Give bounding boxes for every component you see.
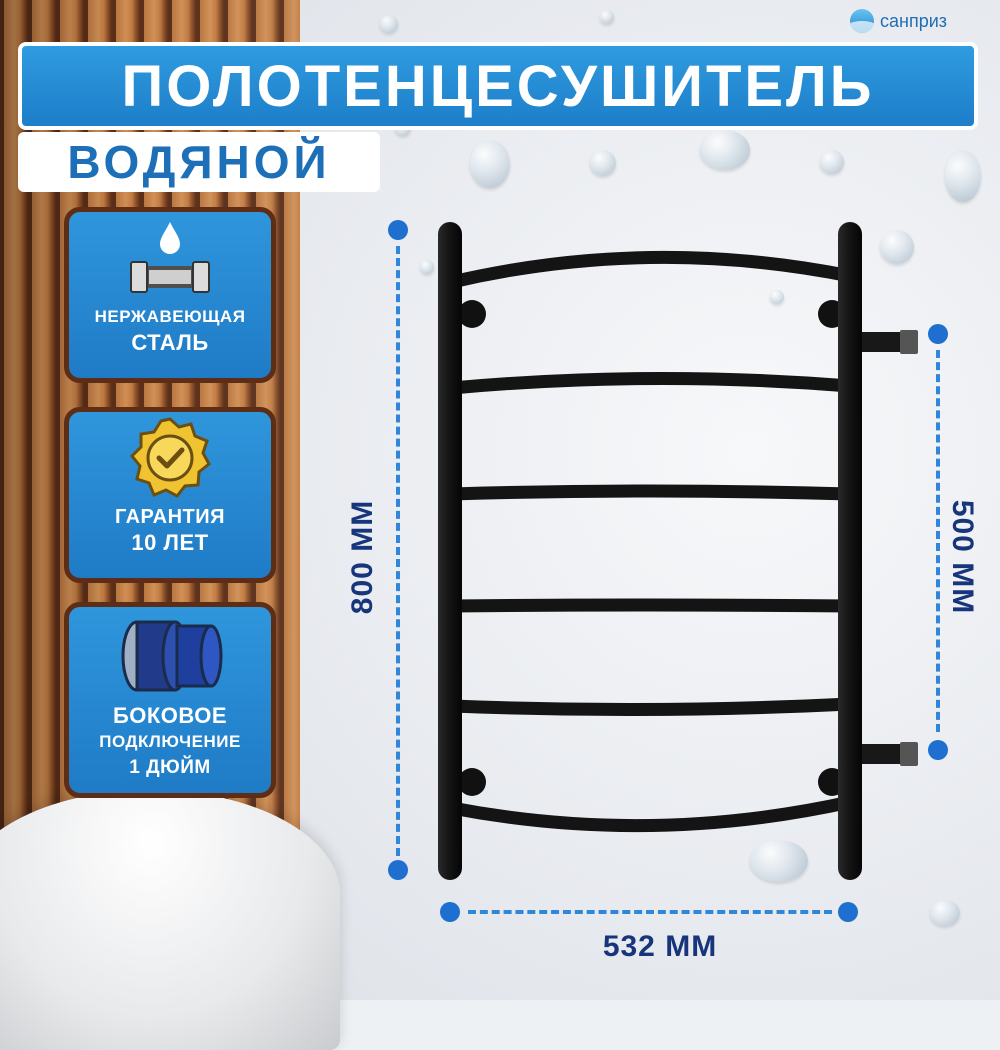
feature-label-line2: ПОДКЛЮЧЕНИЕ	[99, 732, 241, 751]
quality-badge-check-icon	[69, 412, 271, 504]
rail-post-left	[438, 222, 462, 880]
water-drop	[420, 260, 434, 274]
feature-label-line3: 1 ДЮЙМ	[129, 757, 211, 778]
dimension-dot	[388, 220, 408, 240]
water-drop	[700, 130, 750, 170]
width-dimension-line	[468, 910, 832, 914]
connection-pipe-top	[852, 332, 914, 352]
center-distance-dimension-label: 500 ММ	[946, 499, 979, 615]
page-subtitle: ВОДЯНОЙ	[67, 136, 331, 188]
connection-thread-top	[900, 330, 918, 354]
rail-post-right	[838, 222, 862, 880]
water-drop	[820, 150, 844, 174]
water-drop	[750, 840, 808, 882]
feature-label-line1: НЕРЖАВЕЮЩАЯ	[94, 307, 246, 326]
pipe-connection-icon	[69, 607, 271, 703]
feature-label-line2: 10 ЛЕТ	[131, 530, 209, 555]
feature-card-connection: БОКОВОЕ ПОДКЛЮЧЕНИЕ 1 ДЮЙМ	[64, 602, 276, 798]
title-banner: ПОЛОТЕНЦЕСУШИТЕЛЬ	[18, 42, 978, 130]
feature-card-warranty: ГАРАНТИЯ 10 ЛЕТ	[64, 407, 276, 583]
dimension-dot	[838, 902, 858, 922]
dimension-dot	[928, 740, 948, 760]
subtitle-banner: ВОДЯНОЙ	[18, 132, 380, 192]
dimension-dot	[388, 860, 408, 880]
towel-rail-image	[438, 222, 918, 880]
water-drop	[930, 900, 960, 926]
brand-logo: санприз	[850, 6, 990, 36]
wall-mount	[458, 300, 486, 328]
feature-label-line2: СТАЛЬ	[131, 330, 209, 355]
water-drop	[770, 290, 784, 304]
rail-rung	[445, 598, 857, 613]
water-drop	[380, 15, 398, 33]
height-dimension-label: 800 ММ	[346, 499, 379, 615]
water-drop	[880, 230, 914, 264]
brand-name: санприз	[880, 10, 948, 31]
water-drop	[945, 150, 981, 202]
rail-rung	[445, 250, 857, 289]
pipe-water-drop-icon	[69, 212, 271, 304]
height-dimension-line	[396, 246, 400, 856]
feature-label-line1: ГАРАНТИЯ	[115, 506, 225, 528]
feature-label-line1: БОКОВОЕ	[112, 703, 228, 728]
connection-pipe-bottom	[852, 744, 914, 764]
water-drop	[590, 150, 616, 176]
rail-rung	[445, 484, 857, 501]
connection-thread-bottom	[900, 742, 918, 766]
water-drop	[470, 140, 510, 188]
water-drop	[600, 10, 614, 24]
width-dimension-label: 532 ММ	[602, 930, 718, 963]
rail-rung	[445, 371, 857, 395]
rail-rung	[445, 697, 857, 717]
brand-drop-logo-icon	[850, 9, 874, 33]
page-title: ПОЛОТЕНЦЕСУШИТЕЛЬ	[121, 53, 875, 119]
dimension-dot	[440, 902, 460, 922]
feature-card-steel: НЕРЖАВЕЮЩАЯ СТАЛЬ	[64, 207, 276, 383]
dimension-dot	[928, 324, 948, 344]
rail-rung	[445, 795, 857, 833]
center-distance-dimension-line	[936, 350, 940, 732]
wall-mount	[458, 768, 486, 796]
